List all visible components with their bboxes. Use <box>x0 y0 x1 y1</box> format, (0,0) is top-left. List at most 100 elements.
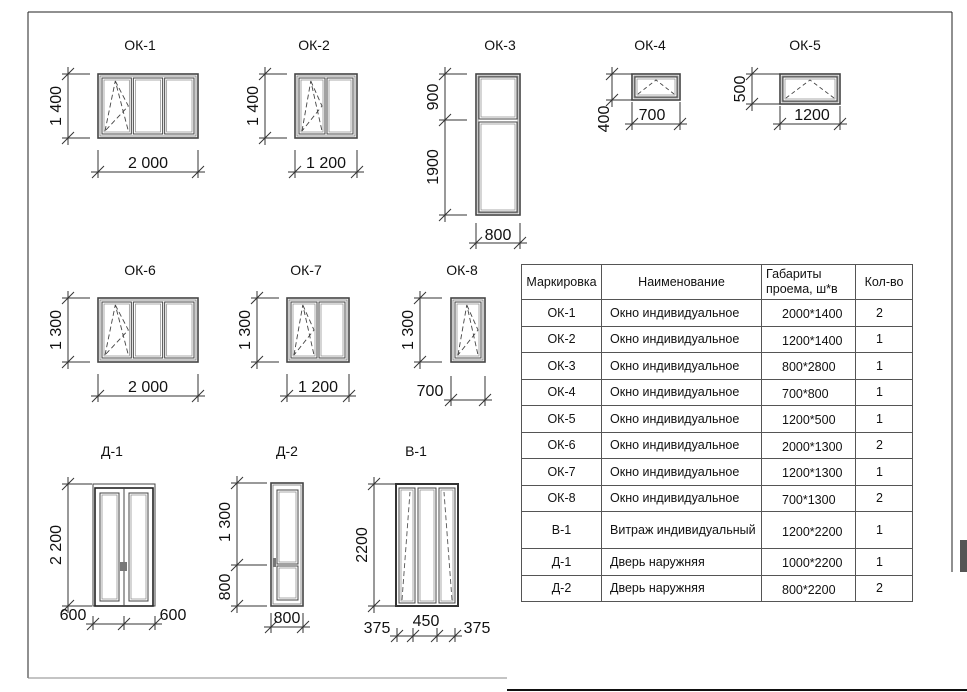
dimension-tick <box>91 165 105 179</box>
opening-sash-icon <box>443 491 453 601</box>
window-title: ОК-2 <box>298 37 330 53</box>
pane <box>298 77 326 135</box>
width-dimension: 700 <box>639 107 666 124</box>
window-title: В-1 <box>405 443 427 459</box>
height-dimension: 1900 <box>425 149 442 185</box>
width-dimension: 1 200 <box>298 379 338 396</box>
door-handle-icon <box>120 562 127 571</box>
dimension-tick <box>513 236 527 250</box>
opening-sash-icon <box>637 79 675 95</box>
window-title: ОК-5 <box>789 37 821 53</box>
dimension-tick <box>390 629 404 643</box>
cell-quantity: 1 <box>855 511 913 549</box>
dimension-tick <box>86 617 100 631</box>
dimension-tick <box>413 355 427 369</box>
header-quantity: Кол-во <box>855 264 913 300</box>
pane <box>164 77 195 135</box>
sheet-frame <box>27 11 967 691</box>
dimension-tick <box>605 93 619 107</box>
opening-sash-icon <box>401 491 411 601</box>
dimension-tick <box>745 67 759 81</box>
dimension-tick <box>448 629 462 643</box>
dimension-tick <box>288 165 302 179</box>
dimension-tick <box>773 117 787 131</box>
pane <box>99 492 120 602</box>
height-dimension: 800 <box>217 574 234 601</box>
dimension-tick <box>673 117 687 131</box>
width-dimension: 600 <box>60 607 87 624</box>
height-dimension: 2200 <box>354 527 371 563</box>
dimension-tick <box>230 476 244 490</box>
dimension-tick <box>469 236 483 250</box>
dimension-tick <box>280 389 294 403</box>
cell-name: Окно индивидуальное <box>601 458 762 486</box>
dimension-tick <box>367 477 381 491</box>
pane <box>398 487 416 604</box>
window-title: ОК-4 <box>634 37 666 53</box>
cell-marking: Д-2 <box>521 574 602 602</box>
dimension-tick <box>264 620 278 634</box>
cell-dimensions: 800*2200 <box>761 574 856 602</box>
window-ok-2: ОК-2 1 400 1 200 <box>245 37 364 179</box>
cell-marking: ОК-6 <box>521 431 602 459</box>
dimension-tick <box>191 165 205 179</box>
pane <box>478 76 518 120</box>
width-dimension: 375 <box>364 620 391 637</box>
dimension-tick <box>438 113 452 127</box>
pane <box>318 301 346 359</box>
header-marking: Маркировка <box>521 264 602 300</box>
cell-name: Окно индивидуальное <box>601 352 762 380</box>
dimension-tick <box>61 67 75 81</box>
cell-quantity: 1 <box>855 458 913 486</box>
cell-marking: ОК-7 <box>521 458 602 486</box>
dimension-tick <box>61 131 75 145</box>
pane <box>454 301 482 359</box>
window-title: ОК-8 <box>446 262 478 278</box>
cell-name: Дверь наружняя <box>601 574 762 602</box>
cell-dimensions: 1200*2200 <box>761 511 856 549</box>
dimension-tick <box>367 599 381 613</box>
width-dimension: 1 200 <box>306 155 346 172</box>
pane <box>132 301 164 359</box>
height-dimension: 1 300 <box>48 310 65 350</box>
cell-marking: ОК-5 <box>521 405 602 433</box>
height-dimension: 1 400 <box>245 86 262 126</box>
cell-quantity: 1 <box>855 325 913 353</box>
dimension-tick <box>148 617 162 631</box>
cell-name: Окно индивидуальное <box>601 378 762 406</box>
dimension-tick <box>61 599 75 613</box>
opening-sash-icon <box>785 79 835 99</box>
cell-dimensions: 700*1300 <box>761 484 856 512</box>
dimension-tick <box>833 117 847 131</box>
pane <box>438 487 456 604</box>
cell-dimensions: 1200*500 <box>761 405 856 433</box>
cell-dimensions: 1200*1400 <box>761 325 856 353</box>
cell-dimensions: 800*2800 <box>761 352 856 380</box>
width-dimension: 800 <box>485 227 512 244</box>
opening-sash-icon <box>301 80 323 132</box>
width-dimension: 450 <box>413 613 440 630</box>
width-dimension: 700 <box>417 383 444 400</box>
width-dimension: 800 <box>274 610 301 627</box>
dimension-tick <box>61 291 75 305</box>
dimension-tick <box>250 291 264 305</box>
cell-quantity: 2 <box>855 431 913 459</box>
height-dimension: 2 200 <box>48 525 65 565</box>
height-dimension: 500 <box>732 76 749 103</box>
outer-frame <box>475 73 521 216</box>
cell-marking: ОК-1 <box>521 299 602 327</box>
